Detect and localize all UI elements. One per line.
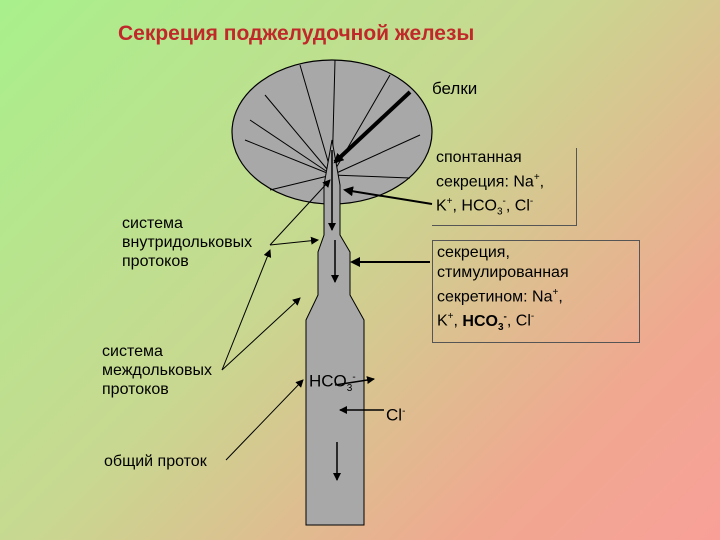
spontaneous-arrow	[343, 186, 433, 205]
interlobular-pointer-2	[221, 249, 272, 371]
intralobular-ducts-label: система внутридольковых протоков	[122, 215, 253, 270]
duct-shape	[305, 139, 365, 526]
stimulated-line-3: секретином: Na+,	[437, 287, 563, 306]
spontaneous-line-3: K+, HCO3-, Cl-	[436, 196, 534, 218]
cl-label: Cl-	[386, 405, 406, 425]
intralobular-pointer-2	[269, 236, 319, 246]
stimulated-line-1: секреция,	[437, 244, 510, 261]
page-title: Секреция поджелудочной железы	[118, 22, 475, 45]
stimulated-line-4: K+, HCO3-, Cl-	[437, 311, 535, 333]
intralobular-pointer-1	[269, 179, 331, 246]
common-duct-pointer	[225, 379, 304, 461]
stimulated-secretion-box: секреция, стимулированная секретином: Na…	[432, 240, 640, 343]
interlobular-ducts-label: система междольковых протоков	[102, 343, 213, 398]
interlobular-pointer-1	[221, 297, 301, 371]
spontaneous-line-2: секреция: Na+,	[436, 172, 545, 191]
spontaneous-line-1: спонтанная	[436, 149, 522, 166]
hco3-arrow	[334, 376, 375, 386]
spontaneous-secretion-box: спонтанная секреция: Na+, K+, HCO3-, Cl-	[432, 148, 577, 226]
stimulated-line-2: стимулированная	[437, 264, 569, 281]
hco3-label: HCO3-	[309, 371, 356, 395]
proteins-arrow	[333, 90, 412, 164]
proteins-label: белки	[432, 79, 478, 98]
common-duct-label: общий проток	[104, 453, 207, 470]
